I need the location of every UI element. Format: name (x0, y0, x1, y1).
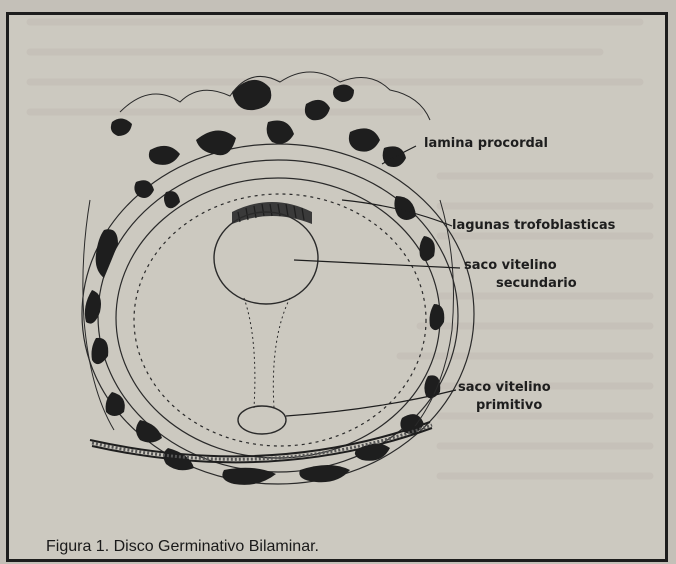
label-saco-vitelino-secundario-1: saco vitelino (464, 258, 557, 274)
innermost-ring (134, 194, 426, 446)
leader-saco-secundario (294, 260, 460, 268)
figure-caption: Figura 1. Disco Germinativo Bilaminar. (46, 538, 319, 556)
bilaminar-disc (232, 202, 312, 224)
trophoblastic-lacunae (85, 80, 444, 485)
label-saco-vitelino-secundario-2: secundario (496, 276, 577, 292)
secondary-yolk-sac (214, 212, 318, 304)
label-lamina-procordal: lamina procordal (424, 136, 548, 152)
label-saco-vitelino-primitivo-2: primitivo (476, 398, 542, 414)
primitive-yolk-sac (238, 406, 286, 434)
yolk-stalk (244, 298, 290, 408)
label-saco-vitelino-primitivo-1: saco vitelino (458, 380, 551, 396)
label-lagunas-trofoblasticas: lagunas trofoblasticas (452, 218, 615, 234)
inner-ring (116, 178, 440, 458)
